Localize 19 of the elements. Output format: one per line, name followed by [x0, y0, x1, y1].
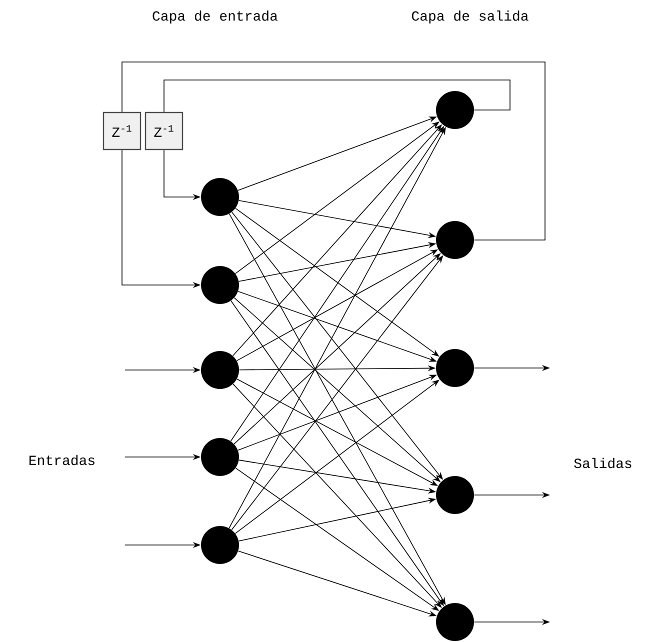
neuron-circle [201, 178, 239, 216]
layer-label: Capa de entrada [152, 10, 278, 24]
neuron-circle [436, 221, 474, 259]
connector-line [122, 62, 546, 240]
neuron-circle [201, 266, 239, 304]
layer-label: Salidas [574, 458, 632, 468]
arrow [232, 384, 442, 608]
neuron-circle [201, 351, 239, 389]
delay-box: Z$^{-1}$ [102, 112, 142, 150]
neuron-circle [201, 526, 239, 564]
neuron-circle [436, 476, 474, 514]
neuron-circle [201, 438, 239, 476]
connector-line [164, 80, 510, 112]
delay-box: Z$^{-1}$ [144, 112, 184, 150]
neuron-circle [436, 349, 474, 387]
layer-label: Capa de salida [412, 10, 528, 24]
neuron-circle [436, 603, 474, 641]
neuron-circle [436, 91, 474, 129]
layer-label: Entradas [30, 454, 94, 466]
